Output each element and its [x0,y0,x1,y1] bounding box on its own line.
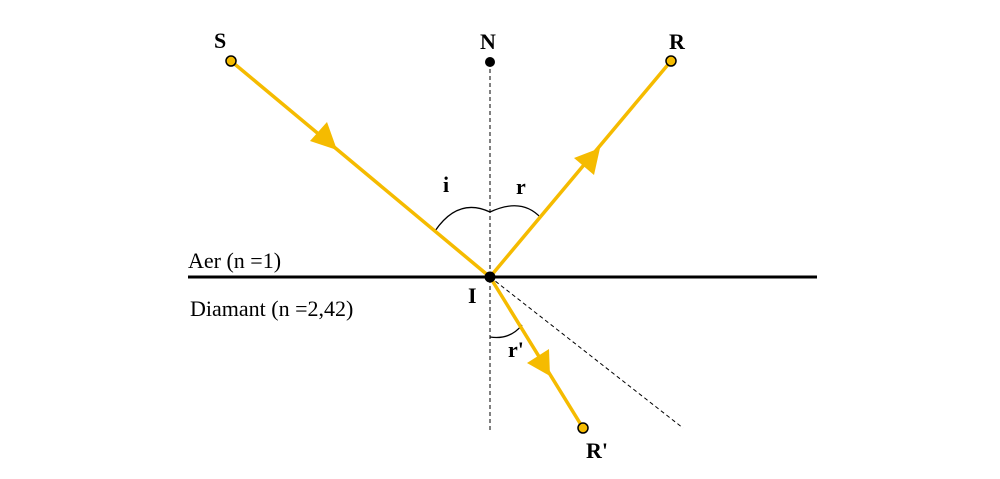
label-i: I [468,283,477,308]
incident-ray-arrow [310,122,337,150]
incident-extension-line [489,276,684,429]
label-angle-i: i [443,172,449,197]
label-angle-r-prime: r' [508,337,524,362]
label-r-prime: R' [586,438,608,463]
angle-arc-i [434,206,491,232]
point-i-dot [484,271,496,283]
point-s-dot [225,55,237,67]
refracted-ray [488,275,585,430]
label-n: N [480,29,496,54]
point-r-dot [665,55,677,67]
reflected-ray-arrow [574,148,600,175]
incident-ray [229,59,492,279]
refracted-ray-arrow [527,349,550,376]
label-r: R [669,29,686,54]
point-r-prime-dot [577,422,589,434]
point-n-dot [485,57,495,67]
reflected-ray [488,59,673,279]
medium-top-label: Aer (n =1) [188,248,281,273]
label-angle-r: r [516,174,526,199]
angle-arc-r-prime [489,324,523,339]
angle-arc-r [489,205,542,219]
label-s: S [214,28,226,53]
medium-bottom-label: Diamant (n =2,42) [190,296,353,321]
